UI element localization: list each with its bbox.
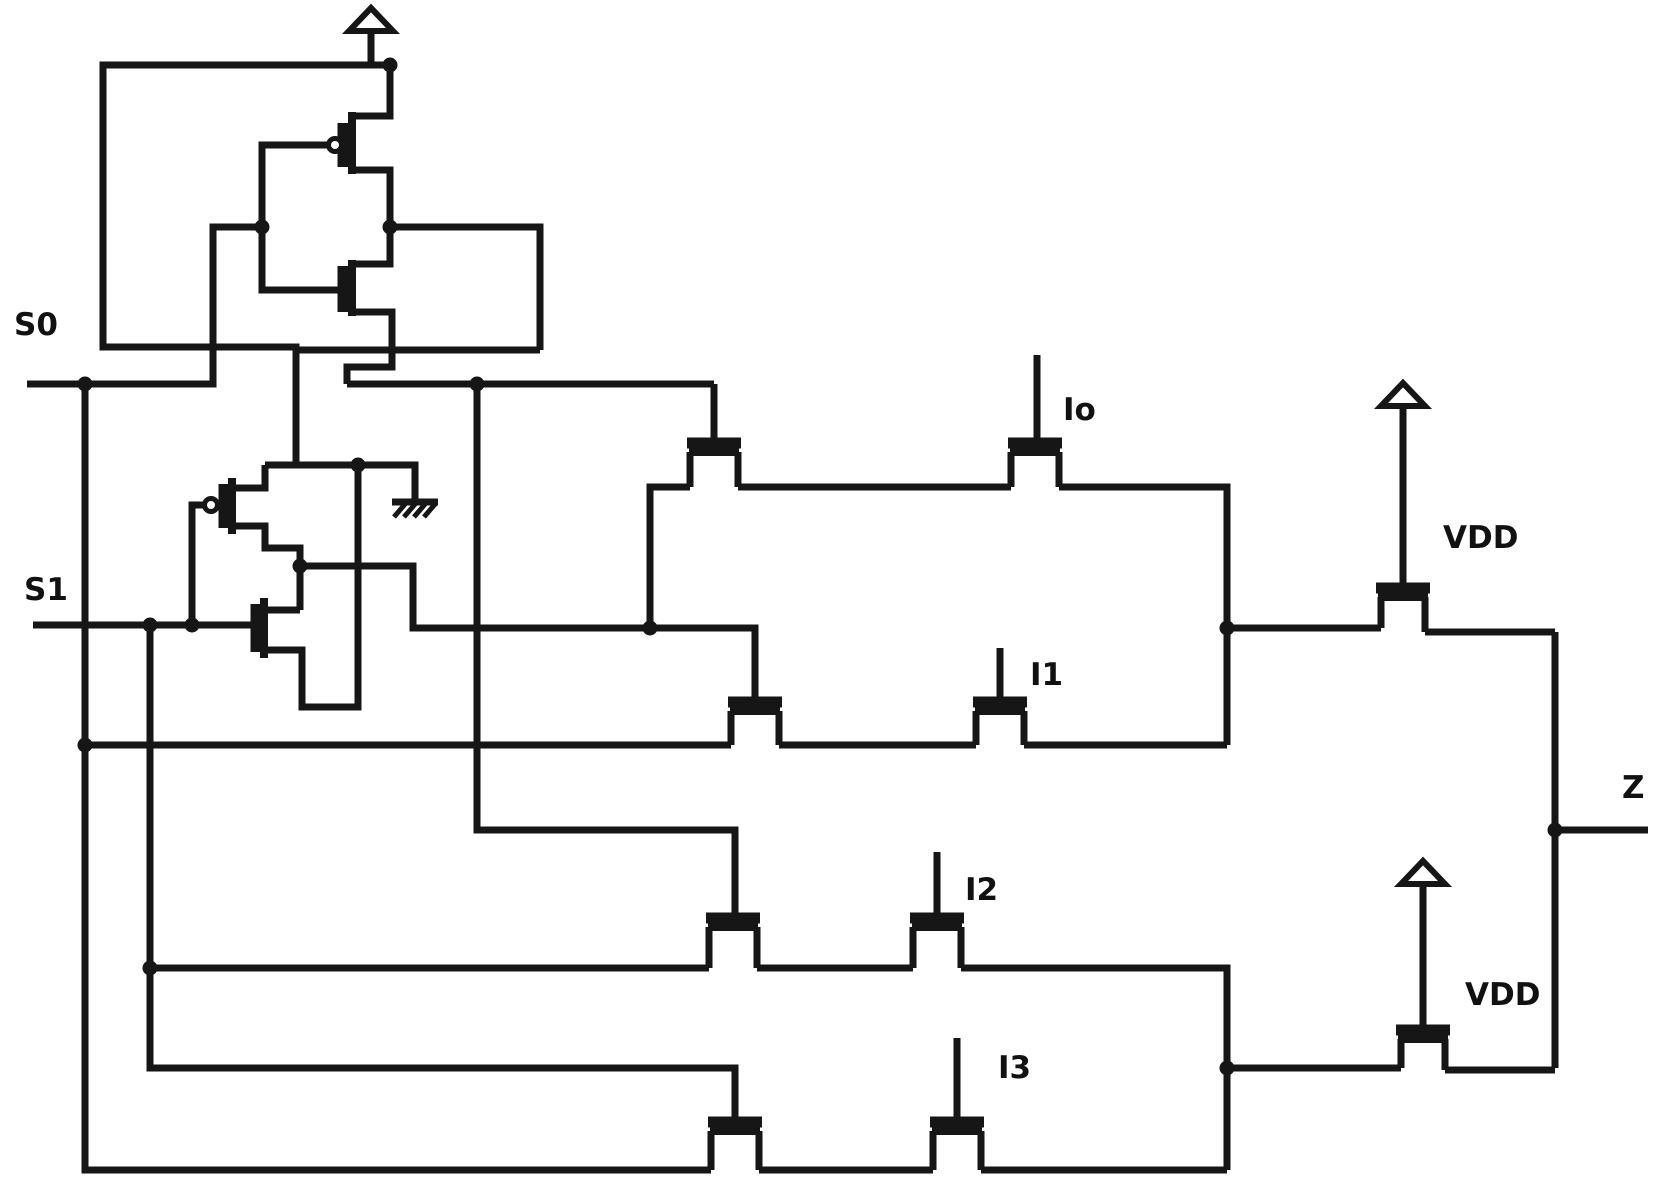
pmos-bubble-icon (326, 136, 344, 154)
power-arrow-icon (1373, 378, 1433, 584)
ground-rail-wire (265, 461, 419, 500)
pass-transistor-branch0-select (686, 437, 742, 487)
power-arrow-icon (341, 3, 401, 65)
nmos-output-follower-bottom (1227, 1024, 1555, 1074)
ground-symbol (392, 498, 438, 519)
label-i1: I1 (1030, 657, 1063, 693)
s0-input-wire (27, 223, 262, 388)
label-i0: Io (1063, 392, 1096, 428)
branch0-rail-riser-wire (646, 483, 690, 628)
label-s1: S1 (24, 572, 68, 608)
pass-transistor-i2 (909, 852, 965, 968)
label-i3: I3 (998, 1050, 1031, 1086)
s0bar-output-wire (390, 223, 544, 350)
pass-transistor-branch3-select (707, 1116, 763, 1170)
label-s0: S0 (14, 307, 58, 343)
pmos-bubble-icon (202, 496, 220, 514)
nmos-output-follower-top (1227, 582, 1555, 636)
nmos-s0-inverter (337, 229, 396, 350)
s0bar-uturn-wire (343, 350, 396, 384)
s1-column-wire (146, 625, 739, 1122)
branch2-rail-right-wire (961, 964, 1231, 1170)
inverter2-gate-wire (188, 501, 204, 625)
pass-transistor-branch2-select (705, 912, 761, 968)
label-z: Z (1622, 770, 1644, 806)
label-vdd-top: VDD (1443, 520, 1518, 556)
junction-dots (77, 57, 1563, 1076)
label-i2: I2 (965, 872, 998, 908)
pass-transistor-i1 (972, 648, 1028, 745)
pass-transistor-branch1-select (727, 696, 783, 745)
center-select-wire (473, 384, 739, 918)
inverter1-gate-wire (258, 141, 339, 294)
pass-transistor-i3 (929, 1038, 985, 1170)
branch0-merge-wire (1059, 483, 1231, 745)
s0-column-wire (81, 384, 711, 1174)
pass-transistor-i0 (1007, 355, 1063, 487)
nmos-s1-inverter (250, 465, 362, 711)
pmos-s0-inverter (326, 65, 394, 225)
s1bar-distribution-wire (300, 562, 759, 702)
pmos-s1-inverter (202, 465, 304, 610)
power-arrow-icon (1393, 856, 1453, 1026)
label-vdd-bottom: VDD (1465, 977, 1540, 1013)
vdd-rail-wire (99, 61, 390, 465)
